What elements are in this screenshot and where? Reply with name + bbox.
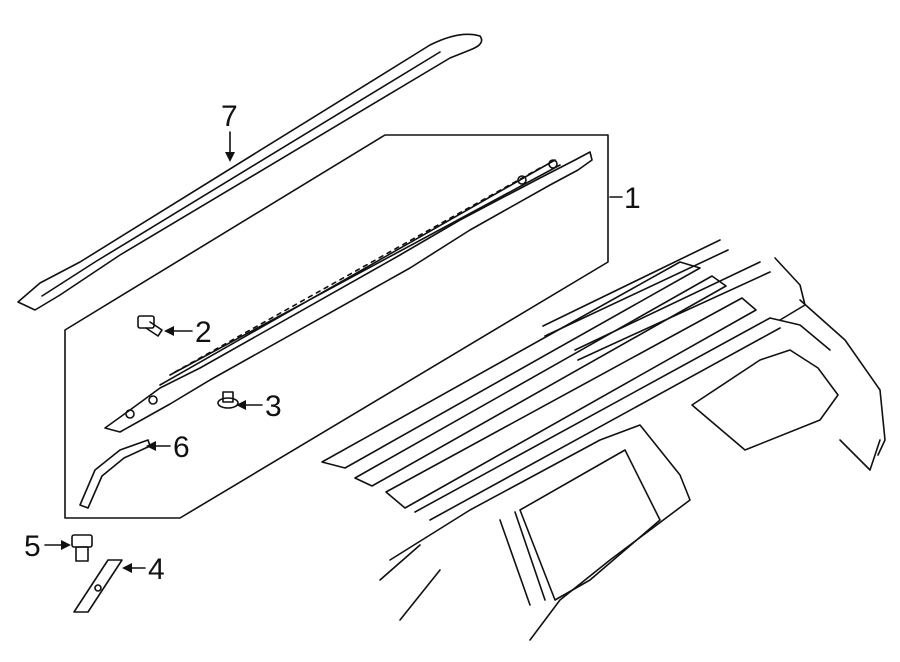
callout-number: 1 bbox=[624, 182, 641, 215]
arrow-icon bbox=[146, 441, 156, 451]
callout-number: 4 bbox=[148, 553, 165, 586]
callout-7: 7 bbox=[221, 100, 238, 162]
arrow-icon bbox=[61, 540, 71, 550]
callout-number: 3 bbox=[265, 390, 282, 423]
arrow-icon bbox=[236, 400, 246, 410]
seal-strip-6 bbox=[79, 439, 151, 509]
callout-number: 7 bbox=[221, 100, 238, 133]
roof-rail-cover-7 bbox=[17, 33, 483, 311]
arrow-icon bbox=[225, 152, 235, 162]
callout-number: 5 bbox=[24, 530, 41, 563]
bolt-5 bbox=[71, 534, 93, 562]
clip-3 bbox=[217, 391, 239, 409]
bolt-2 bbox=[137, 315, 163, 337]
roof-rail-assembly bbox=[104, 151, 593, 433]
callout-4: 4 bbox=[122, 553, 165, 586]
callout-1: 1 bbox=[609, 182, 641, 215]
vehicle-outline bbox=[321, 239, 886, 641]
arrow-icon bbox=[122, 563, 132, 573]
assembly-panel bbox=[64, 134, 609, 519]
callout-6: 6 bbox=[146, 431, 190, 464]
callout-5: 5 bbox=[24, 530, 71, 563]
callout-number: 6 bbox=[173, 431, 190, 464]
callout-number: 2 bbox=[195, 316, 212, 349]
bracket-4 bbox=[73, 559, 123, 613]
arrow-icon bbox=[164, 326, 174, 336]
callout-2: 2 bbox=[164, 316, 212, 349]
callout-3: 3 bbox=[236, 390, 282, 423]
